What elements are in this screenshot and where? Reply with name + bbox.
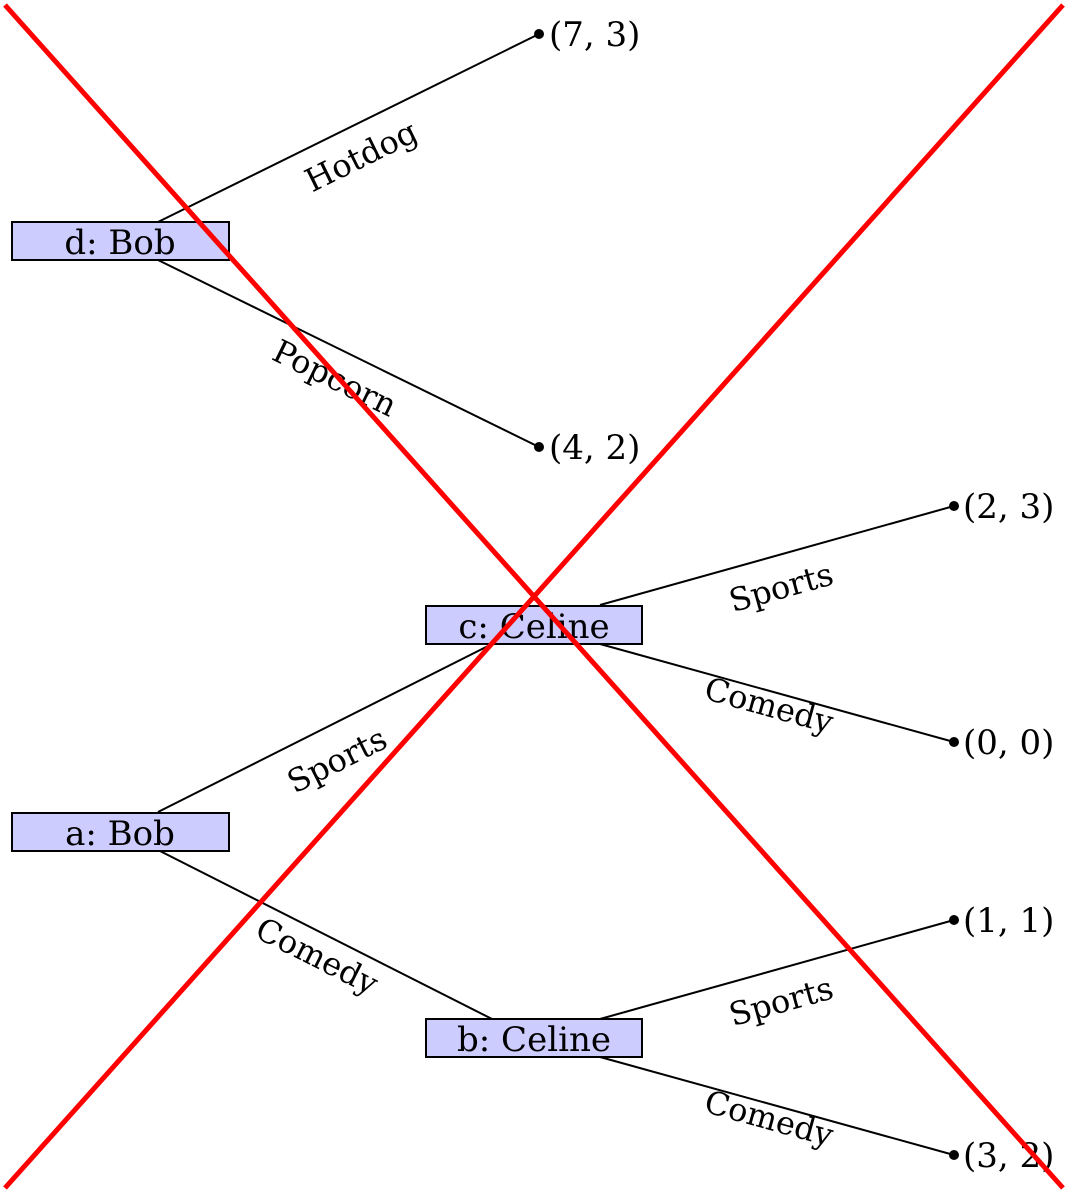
edge-label-c-comedy: Comedy bbox=[700, 670, 837, 742]
edge-b-sports bbox=[599, 919, 955, 1020]
leaf-dot-c-sports bbox=[949, 501, 959, 511]
node-a: a: Bob bbox=[11, 812, 230, 854]
edge-label-a-comedy: Comedy bbox=[250, 910, 385, 1003]
edge-c-sports bbox=[599, 505, 955, 606]
node-d: d: Bob bbox=[11, 221, 230, 263]
leaf-dot-d-hotdog bbox=[534, 29, 544, 39]
node-b-label: b: Celine bbox=[457, 1020, 611, 1060]
node-a-label: a: Bob bbox=[65, 814, 175, 854]
leaf-dot-d-popcorn bbox=[534, 442, 544, 452]
edge-a-sports bbox=[157, 643, 493, 813]
cross-line-ascending bbox=[3, 3, 1065, 1190]
payoff-b-comedy: (3, 2) bbox=[963, 1136, 1054, 1176]
payoff-d-hotdog: (7, 3) bbox=[549, 15, 640, 55]
node-b-box bbox=[425, 1018, 643, 1058]
edge-b-comedy bbox=[599, 1056, 955, 1156]
payoff-d-popcorn: (4, 2) bbox=[549, 428, 640, 468]
edge-label-a-sports: Sports bbox=[281, 719, 393, 801]
edge-c-comedy bbox=[599, 643, 955, 743]
edge-a-comedy bbox=[157, 849, 493, 1020]
edge-d-popcorn bbox=[157, 259, 540, 448]
node-c-label: c: Celine bbox=[458, 607, 609, 647]
payoff-c-sports: (2, 3) bbox=[963, 487, 1054, 527]
leaf-dot-b-sports bbox=[949, 915, 959, 925]
payoff-b-sports: (1, 1) bbox=[963, 901, 1054, 941]
payoff-c-comedy: (0, 0) bbox=[963, 723, 1054, 763]
node-a-box bbox=[11, 812, 230, 852]
node-b: b: Celine bbox=[425, 1018, 643, 1060]
node-d-label: d: Bob bbox=[64, 223, 175, 263]
node-c-box bbox=[425, 605, 643, 645]
edge-label-d-hotdog: Hotdog bbox=[299, 112, 424, 199]
node-d-box bbox=[11, 221, 230, 261]
leaf-dot-c-comedy bbox=[949, 737, 959, 747]
node-c: c: Celine bbox=[425, 605, 643, 647]
edge-d-hotdog bbox=[157, 33, 540, 223]
leaf-dot-b-comedy bbox=[949, 1150, 959, 1160]
edge-label-b-comedy: Comedy bbox=[700, 1083, 837, 1155]
